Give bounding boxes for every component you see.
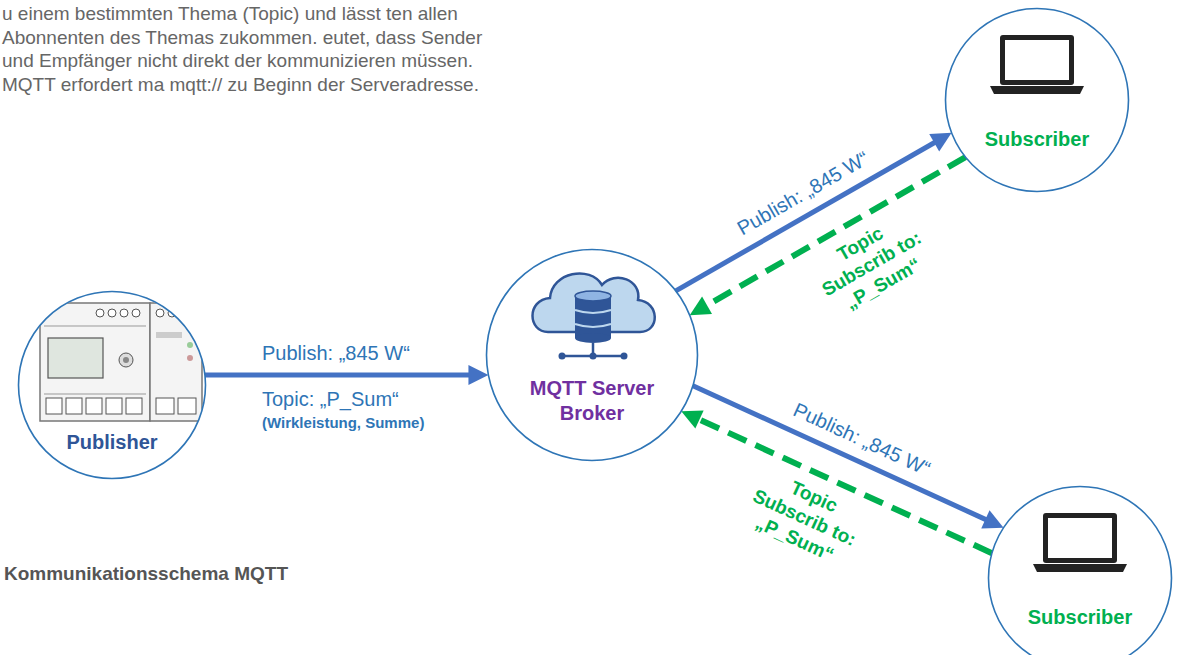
publish-arrow: [205, 365, 488, 385]
arrowhead: [681, 410, 703, 428]
arrowhead: [468, 365, 488, 385]
circle-node: MQTT Server Broker: [485, 248, 699, 462]
laptop-icon: [1033, 513, 1127, 572]
circle-outline: [485, 248, 699, 462]
node-label: MQTT Server Broker: [522, 376, 662, 426]
node-label: Subscriber: [967, 127, 1107, 152]
laptop-icon: [990, 35, 1084, 94]
caption: Kommunikationsschema MQTT: [4, 563, 288, 585]
circle-outline: [987, 485, 1173, 655]
edge-label: Topic Subscrib to: „P_Sum“: [796, 200, 947, 327]
circle-node: Subscriber: [944, 7, 1130, 193]
circle-outline: [944, 7, 1130, 193]
text-paragraph: u einem bestimmten Thema (Topic) und läs…: [2, 2, 492, 96]
circle-node: Subscriber: [987, 485, 1173, 655]
arrow-annotation: Topic: „P_Sum“: [262, 387, 399, 411]
arrowhead: [690, 297, 712, 316]
node-label: Subscriber: [1010, 605, 1150, 630]
node-label: Publisher: [37, 430, 187, 455]
arrowhead: [981, 510, 1003, 528]
energy-meter-illustration: [40, 303, 202, 421]
arrowhead: [929, 133, 951, 152]
arrow-annotation: (Wirkleistung, Summe): [262, 414, 424, 432]
cloud-database-icon: [533, 273, 655, 359]
connector-line: [205, 373, 474, 378]
circle-node: Publisher: [17, 290, 207, 480]
edge-label: Topic Subscrib to: „P_Sum“: [728, 458, 879, 577]
edge-label: Publish: „845 W“: [733, 146, 873, 240]
edge-label: Publish: „845 W“: [262, 341, 410, 365]
